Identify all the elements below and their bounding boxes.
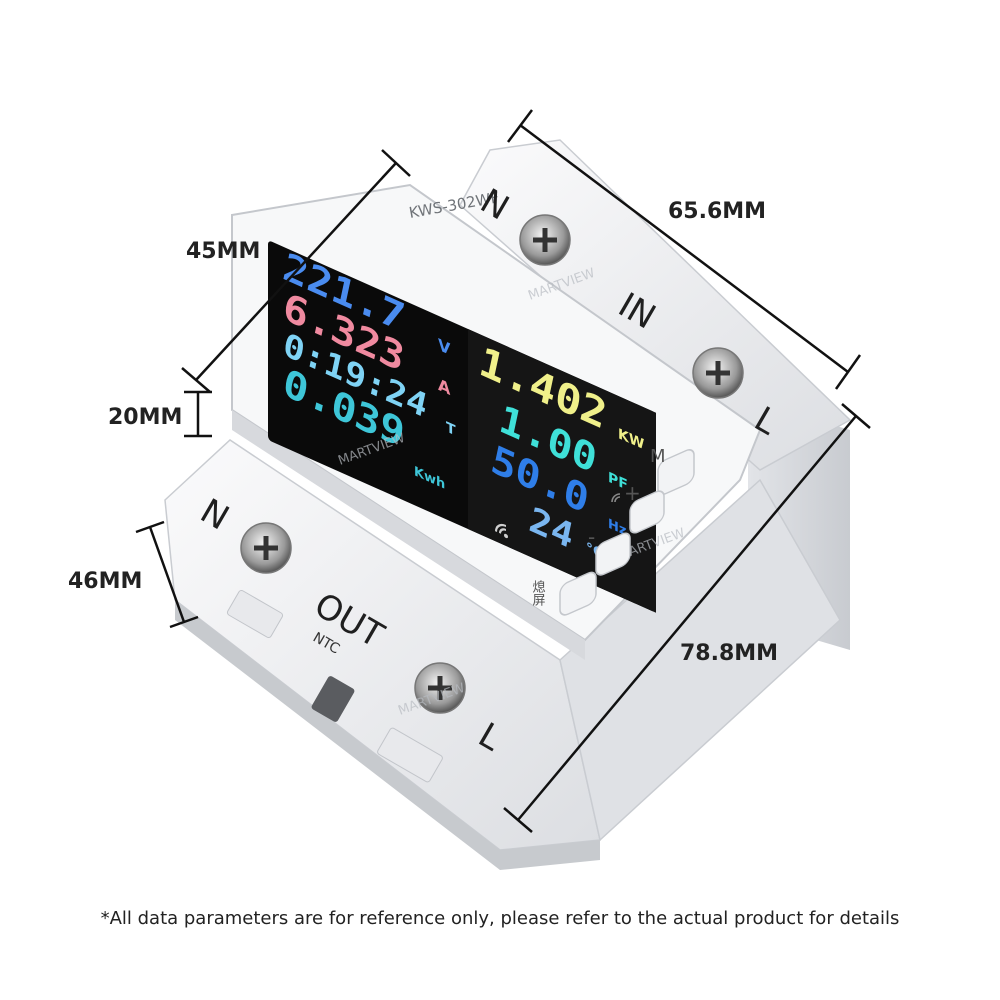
dimension-lines xyxy=(135,109,871,833)
time-unit: T xyxy=(446,419,456,439)
right-lower-side xyxy=(559,478,841,842)
wifi-icon xyxy=(495,523,508,539)
dimension-panel-depth-label: 20MM xyxy=(108,405,182,430)
dimension-height-label: 45MM xyxy=(186,239,260,264)
front-panel-edge xyxy=(232,410,585,660)
m-button-label: M xyxy=(650,446,666,467)
clip-slot-right xyxy=(377,727,443,783)
disclaimer-text: *All data parameters are for reference o… xyxy=(100,908,900,929)
voltage-unit: V xyxy=(438,334,450,359)
wifi-button-icon xyxy=(611,493,621,503)
dimension-length-label: 78.8MM xyxy=(680,641,778,666)
dimension-width-label: 65.6MM xyxy=(668,199,766,224)
top-right-screw xyxy=(692,347,744,399)
minus-button[interactable] xyxy=(595,531,631,578)
dimension-base-depth-label: 46MM xyxy=(68,569,142,594)
plus-button[interactable] xyxy=(629,488,665,535)
m-button[interactable] xyxy=(657,447,695,497)
ntc-connector xyxy=(311,676,355,722)
minus-button-label: - xyxy=(588,525,595,549)
bottom-right-screw xyxy=(414,662,466,714)
screen-off-button[interactable] xyxy=(559,570,597,618)
plus-button-label: + xyxy=(624,481,641,505)
bottom-left-screw xyxy=(240,522,292,574)
screen-off-button-label: 熄屏 xyxy=(530,580,546,606)
top-left-screw xyxy=(519,214,571,266)
current-unit: A xyxy=(438,374,450,399)
clip-slot-left xyxy=(226,589,284,639)
